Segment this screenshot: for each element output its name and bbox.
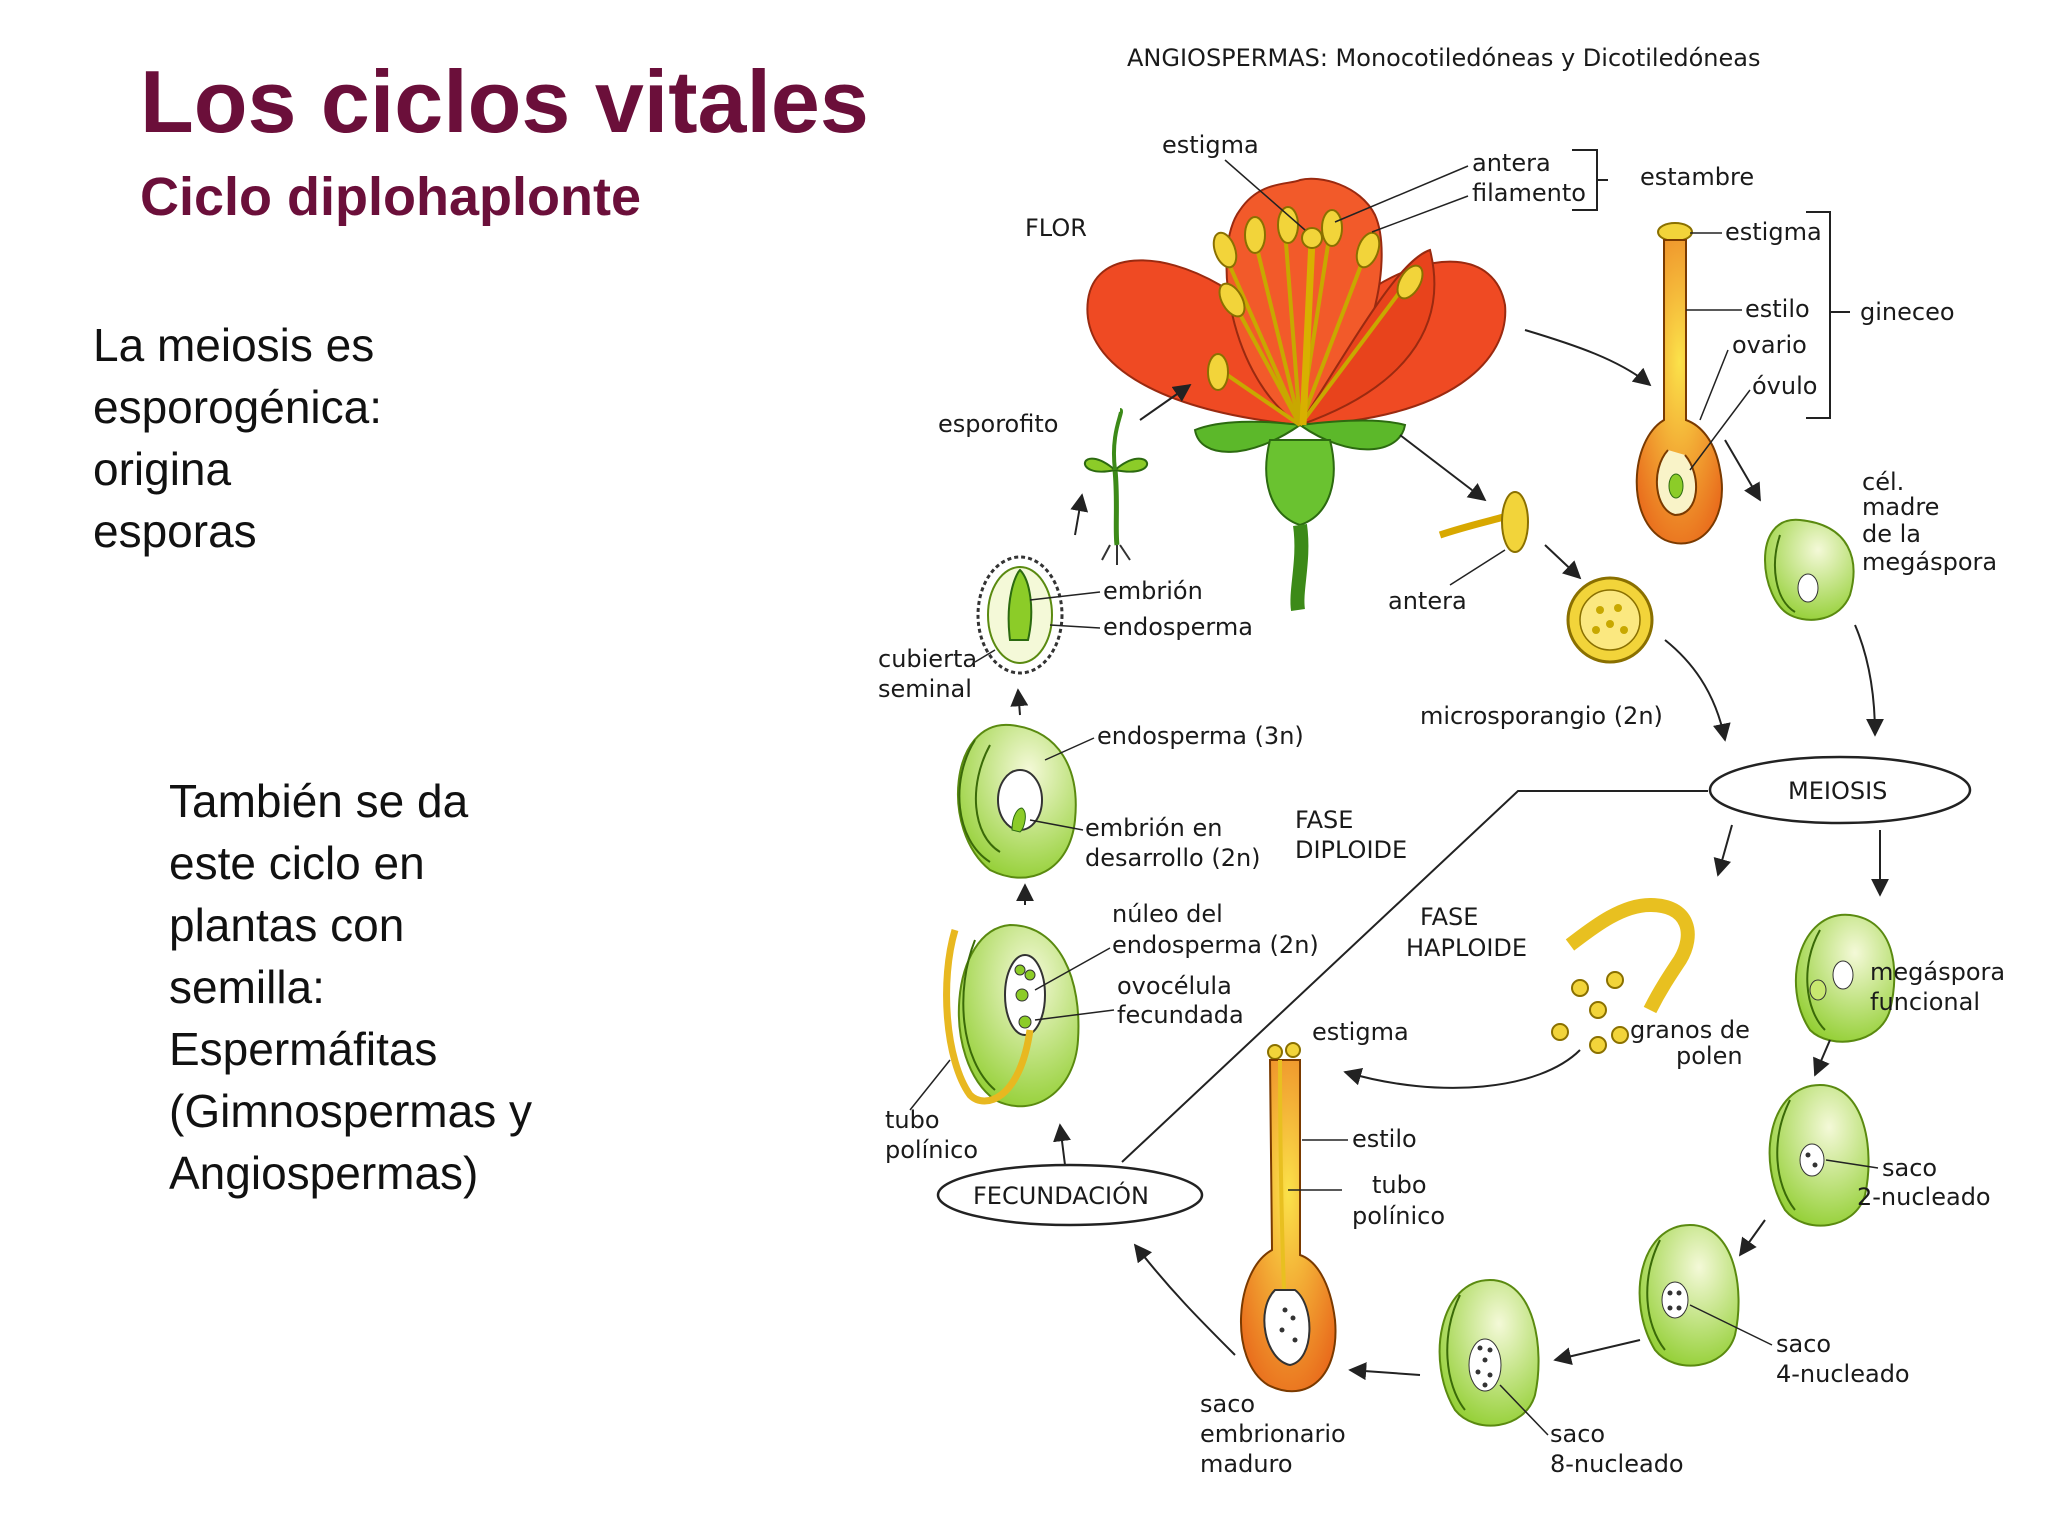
label-cubierta: cubierta — [878, 645, 977, 673]
ovule-megaspore-mother-cell — [1764, 518, 1855, 621]
ovule-fertilized — [943, 923, 1080, 1108]
label-flor: FLOR — [1025, 214, 1087, 242]
label-gineceo: gineceo — [1860, 298, 1955, 326]
label-antera: antera — [1388, 587, 1467, 615]
label-tubo-bottom-2: polínico — [1352, 1202, 1445, 1230]
ovule-4-nucleate-sac — [1638, 1223, 1740, 1367]
microsporangium — [1566, 576, 1654, 664]
seed-illustration — [976, 555, 1064, 675]
paragraph-meiosis: La meiosis es esporogénica: origina espo… — [93, 314, 382, 562]
label-estigma-bottom: estigma — [1312, 1018, 1409, 1046]
ovule-functional-megaspore — [1795, 913, 1896, 1043]
paragraph-line: esporas — [93, 505, 257, 557]
paragraph-espermafitas: También se da este ciclo en plantas con … — [169, 770, 532, 1204]
label-desarrollo: desarrollo (2n) — [1085, 844, 1261, 872]
label-saco4-1: saco — [1776, 1330, 1831, 1358]
label-estigma-pistil: estigma — [1725, 218, 1822, 246]
ovule-developing-embryo — [956, 723, 1077, 879]
angiosperm-life-cycle-diagram: ANGIOSPERMAS: Monocotiledóneas y Dicotil… — [878, 44, 2005, 1478]
paragraph-line: origina — [93, 443, 232, 495]
pistil-illustration — [1635, 222, 1723, 545]
label-cel: cél. — [1862, 468, 1904, 496]
label-saco-emb-3: maduro — [1200, 1450, 1293, 1478]
label-megaspora-func-1: megáspora — [1870, 958, 2005, 986]
paragraph-line: Espermáfitas — [169, 1023, 438, 1075]
slide-title: Los ciclos vitales — [140, 52, 869, 151]
paragraph-line: La meiosis es — [93, 319, 375, 371]
ovule-2-nucleate-sac — [1768, 1083, 1870, 1227]
label-saco-emb-1: saco — [1200, 1390, 1255, 1418]
label-saco8-1: saco — [1550, 1420, 1605, 1448]
label-granos-2: polen — [1676, 1042, 1743, 1070]
label-tubo-bottom-1: tubo — [1372, 1171, 1427, 1199]
label-endosperma-3n: endosperma (3n) — [1097, 722, 1304, 750]
label-madre: madre — [1862, 493, 1939, 521]
label-estilo-pistil: estilo — [1745, 295, 1810, 323]
label-tubo-1: tubo — [885, 1106, 940, 1134]
label-esporofito: esporofito — [938, 410, 1058, 438]
label-microsporangio: microsporangio (2n) — [1420, 702, 1663, 730]
label-ovocelula-1: ovocélula — [1117, 972, 1232, 1000]
label-megaspora: megáspora — [1862, 548, 1997, 576]
pistil-mature-embryo-sac — [1240, 1042, 1337, 1393]
paragraph-line: plantas con — [169, 899, 405, 951]
label-meiosis: MEIOSIS — [1788, 777, 1887, 805]
fecundacion-ellipse — [936, 1163, 1204, 1227]
label-granos-1: granos de — [1630, 1016, 1750, 1044]
label-fase-haploide-2: HAPLOIDE — [1406, 934, 1527, 962]
label-endosperma: endosperma — [1103, 613, 1253, 641]
paragraph-line: esporogénica: — [93, 381, 382, 433]
label-saco2-1: saco — [1882, 1154, 1937, 1182]
label-saco8-2: 8-nucleado — [1550, 1450, 1684, 1478]
label-saco2-2: 2-nucleado — [1857, 1183, 1991, 1211]
label-ovulo: óvulo — [1752, 372, 1817, 400]
anther-illustration — [1438, 491, 1529, 553]
paragraph-line: semilla: — [169, 961, 325, 1013]
cycle-arrows — [1010, 329, 1889, 1381]
label-estilo-bottom: estilo — [1352, 1125, 1417, 1153]
label-ovario: ovario — [1732, 331, 1807, 359]
label-embrion: embrión — [1103, 577, 1203, 605]
label-nucleo-2: endosperma (2n) — [1112, 931, 1319, 959]
meiosis-ellipse — [1708, 755, 1972, 825]
label-filamento: filamento — [1472, 179, 1586, 207]
flower-illustration — [1086, 177, 1507, 612]
label-estigma-top: estigma — [1162, 131, 1259, 159]
paragraph-line: (Gimnospermas y — [169, 1085, 532, 1137]
seedling-sporophyte — [1084, 408, 1148, 565]
paragraph-line: Angiospermas) — [169, 1147, 479, 1199]
ovule-8-nucleate-sac — [1438, 1278, 1540, 1427]
label-de-la: de la — [1862, 520, 1921, 548]
label-megaspora-func-2: funcional — [1870, 988, 1980, 1016]
label-saco-emb-2: embrionario — [1200, 1420, 1346, 1448]
label-fase-diploide-1: FASE — [1295, 806, 1353, 834]
label-tubo-2: polínico — [885, 1136, 978, 1164]
label-antera-top: antera — [1472, 149, 1551, 177]
label-nucleo-1: núleo del — [1112, 900, 1223, 928]
paragraph-line: También se da — [169, 775, 469, 827]
label-fase-diploide-2: DIPLOIDE — [1295, 836, 1407, 864]
label-seminal: seminal — [878, 675, 972, 703]
label-fase-haploide-1: FASE — [1420, 903, 1478, 931]
slide-subtitle: Ciclo diplohaplonte — [140, 167, 641, 227]
label-fecundacion: FECUNDACIÓN — [973, 1180, 1149, 1210]
paragraph-line: este ciclo en — [169, 837, 425, 889]
label-estambre: estambre — [1640, 163, 1754, 191]
label-saco4-2: 4-nucleado — [1776, 1360, 1910, 1388]
label-ovocelula-2: fecundada — [1117, 1001, 1244, 1029]
label-embrion-en: embrión en — [1085, 814, 1222, 842]
diagram-heading: ANGIOSPERMAS: Monocotiledóneas y Dicotil… — [1127, 44, 1760, 72]
pollen-grains — [1551, 897, 1695, 1054]
